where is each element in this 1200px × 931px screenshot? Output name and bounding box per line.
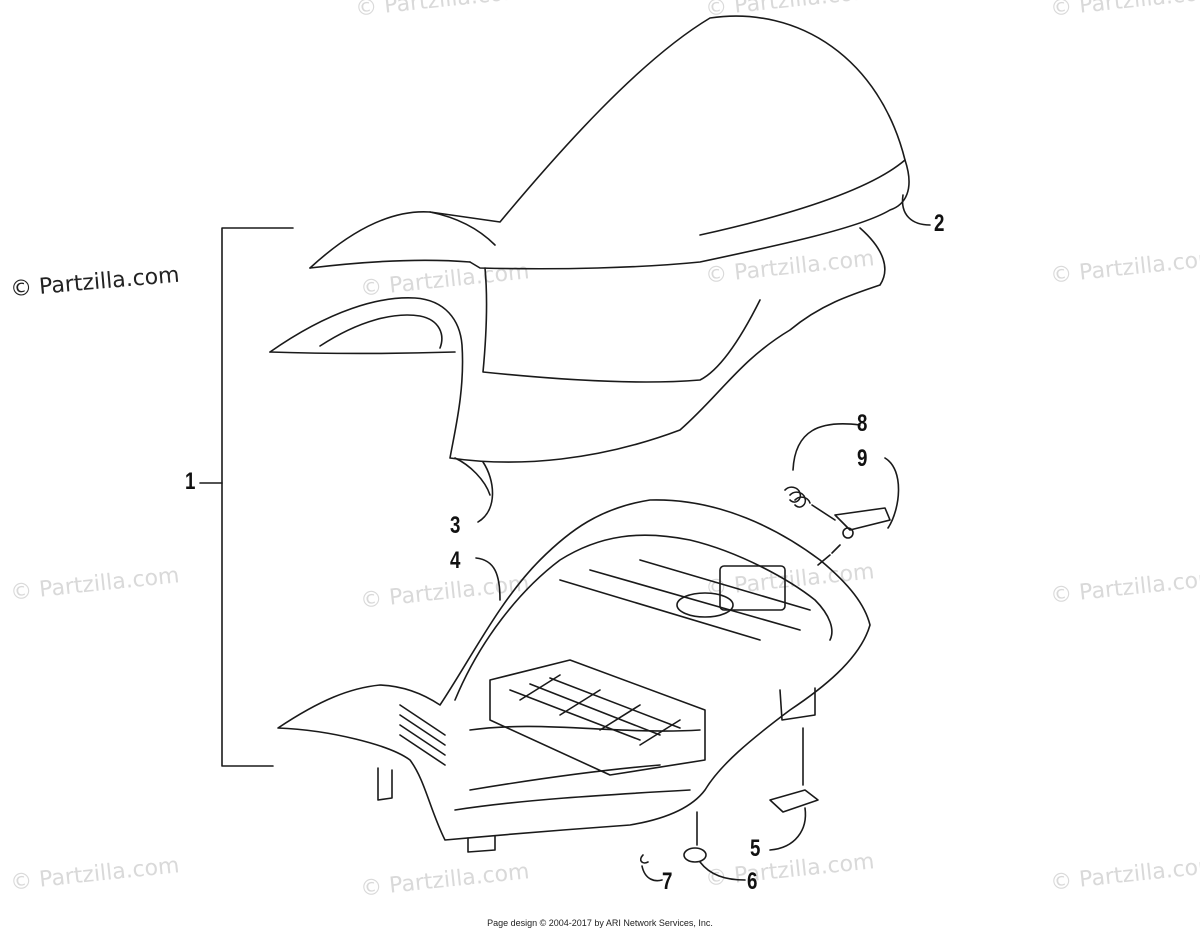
callout-3[interactable]: 3 xyxy=(450,512,461,539)
footer-copyright: Page design © 2004-2017 by ARI Network S… xyxy=(487,918,713,928)
grommet-drawing xyxy=(684,848,706,862)
callout-9[interactable]: 9 xyxy=(857,445,868,472)
leader-line-8 xyxy=(793,424,860,470)
callout-2[interactable]: 2 xyxy=(934,210,945,237)
latch-drawing xyxy=(818,508,890,565)
callout-5[interactable]: 5 xyxy=(750,835,761,862)
callout-6[interactable]: 6 xyxy=(747,868,758,895)
callout-7[interactable]: 7 xyxy=(662,868,673,895)
leader-line-7 xyxy=(642,866,662,881)
clip-drawing xyxy=(641,855,648,863)
seat-foam-drawing xyxy=(270,228,885,495)
leader-line-5 xyxy=(770,808,805,850)
assembly-bracket xyxy=(222,228,293,766)
leader-line-6 xyxy=(700,862,745,880)
leader-line-2 xyxy=(903,195,930,225)
leader-line-3 xyxy=(478,462,493,522)
spring-drawing xyxy=(785,487,835,520)
callout-4[interactable]: 4 xyxy=(450,547,461,574)
seat-base-drawing xyxy=(278,500,870,852)
leader-line-9 xyxy=(885,458,899,528)
callout-8[interactable]: 8 xyxy=(857,410,868,437)
pad-drawing xyxy=(770,790,818,812)
leader-line-4 xyxy=(476,558,500,600)
callout-1[interactable]: 1 xyxy=(185,468,196,495)
seat-cover-drawing xyxy=(310,16,909,269)
